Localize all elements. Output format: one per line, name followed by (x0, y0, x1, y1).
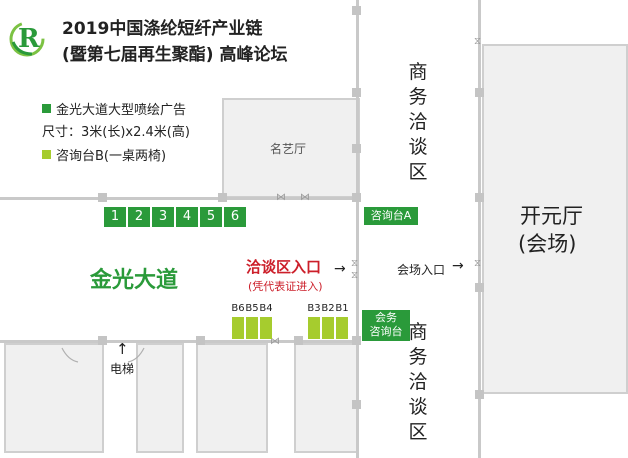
room-kaiyuan (482, 44, 628, 394)
elevator-arrow-icon: ↑ (116, 340, 129, 358)
venue-entrance-label: 会场入口 (397, 263, 446, 277)
business-zone-char: 区 (408, 421, 428, 443)
business-zone-upper: 商 务 洽 谈 区 (408, 60, 428, 185)
room-mingyi-label: 名艺厅 (270, 142, 307, 156)
pillar (352, 88, 361, 97)
chair-b6 (232, 317, 244, 339)
wall-vertical-main (356, 0, 359, 458)
business-zone-lower: 商 务 洽 谈 区 (408, 320, 428, 445)
door-mark: ⋈ (270, 336, 280, 347)
door-mark: ⋈ (300, 192, 310, 203)
business-zone-char: 谈 (408, 136, 428, 158)
pillar (352, 144, 361, 153)
chair-label-b5: B5 (245, 303, 259, 314)
wall-vertical-right (478, 0, 481, 458)
pillar (475, 88, 484, 97)
door-mark: ⧖ (474, 36, 482, 47)
business-zone-char: 务 (408, 346, 428, 368)
chair-label-b1: B1 (335, 303, 349, 314)
elevator-label: 电梯 (110, 362, 135, 376)
pillar (352, 193, 361, 202)
chair-b4 (260, 317, 272, 339)
room-lower-mid (136, 343, 184, 453)
logo-letter: R (18, 24, 40, 54)
pillar (196, 336, 205, 345)
chair-label-b2: B2 (321, 303, 335, 314)
business-zone-char: 洽 (408, 111, 428, 133)
room-kaiyuan-line1: 开元厅 (520, 204, 583, 228)
registration-desk-line2: 咨询台 (369, 325, 403, 338)
pillar (475, 390, 484, 399)
business-zone-char: 区 (408, 161, 428, 183)
registration-desk-line1: 会务 (375, 311, 397, 324)
chair-label-b4: B4 (259, 303, 273, 314)
door-mark: ⧖ (351, 258, 359, 269)
business-zone-char: 商 (408, 321, 428, 343)
main-road-label: 金光大道 (90, 268, 179, 293)
logo-icon (9, 21, 45, 57)
wall-top-corridor (0, 197, 360, 200)
legend-ad-label: 金光大道大型喷绘广告 (56, 103, 187, 118)
pillar (352, 6, 361, 15)
room-lower-left (4, 343, 104, 453)
title-line-2: (暨第七届再生聚酯) 高峰论坛 (62, 45, 288, 65)
door-mark: ⧖ (351, 270, 359, 281)
door-mark: ⧖ (474, 258, 482, 269)
ad-booth-4: 4 (175, 206, 199, 228)
business-zone-char: 务 (408, 86, 428, 108)
ad-booth-5: 5 (199, 206, 223, 228)
pillar (218, 193, 227, 202)
elevator-marks (60, 346, 146, 366)
pillar (475, 193, 484, 202)
room-kaiyuan-line2: (会场) (518, 232, 577, 256)
legend-swatch-desk-b (42, 150, 51, 159)
pillar (352, 336, 361, 345)
wall-bottom-corridor (0, 340, 360, 343)
legend-swatch-ad (42, 104, 51, 113)
chair-b3 (308, 317, 320, 339)
legend-ad-size: 尺寸：3米(长)x2.4米(高) (42, 125, 190, 140)
chair-b2 (322, 317, 334, 339)
door-mark: ⋈ (276, 192, 286, 203)
negotiation-entrance-note: (凭代表证进入) (248, 280, 323, 293)
ad-booth-1: 1 (103, 206, 127, 228)
venue-entrance-arrow-icon: → (452, 258, 464, 274)
title-line-1: 2019中国涤纶短纤产业链 (62, 19, 263, 39)
pillar (294, 336, 303, 345)
negotiation-entrance-label: 洽谈区入口 (246, 258, 322, 276)
chair-b1 (336, 317, 348, 339)
logo: R (8, 20, 46, 58)
pillar (475, 283, 484, 292)
ad-booth-6: 6 (223, 206, 247, 228)
chair-b5 (246, 317, 258, 339)
pillar (98, 336, 107, 345)
ad-booth-3: 3 (151, 206, 175, 228)
room-lower-right (294, 343, 358, 453)
info-desk-a: 咨询台A (364, 207, 418, 225)
registration-desk: 会务 咨询台 (362, 310, 410, 341)
business-zone-char: 洽 (408, 371, 428, 393)
chair-label-b3: B3 (307, 303, 321, 314)
chair-label-b6: B6 (231, 303, 245, 314)
elevator-door-icon (61, 347, 145, 363)
ad-booth-2: 2 (127, 206, 151, 228)
pillar (352, 400, 361, 409)
room-lower-center (196, 343, 268, 453)
pillar (98, 193, 107, 202)
business-zone-char: 谈 (408, 396, 428, 418)
legend-desk-b-label: 咨询台B(一桌两椅) (56, 149, 167, 164)
business-zone-char: 商 (408, 61, 428, 83)
entrance-arrow-icon: → (334, 261, 346, 277)
